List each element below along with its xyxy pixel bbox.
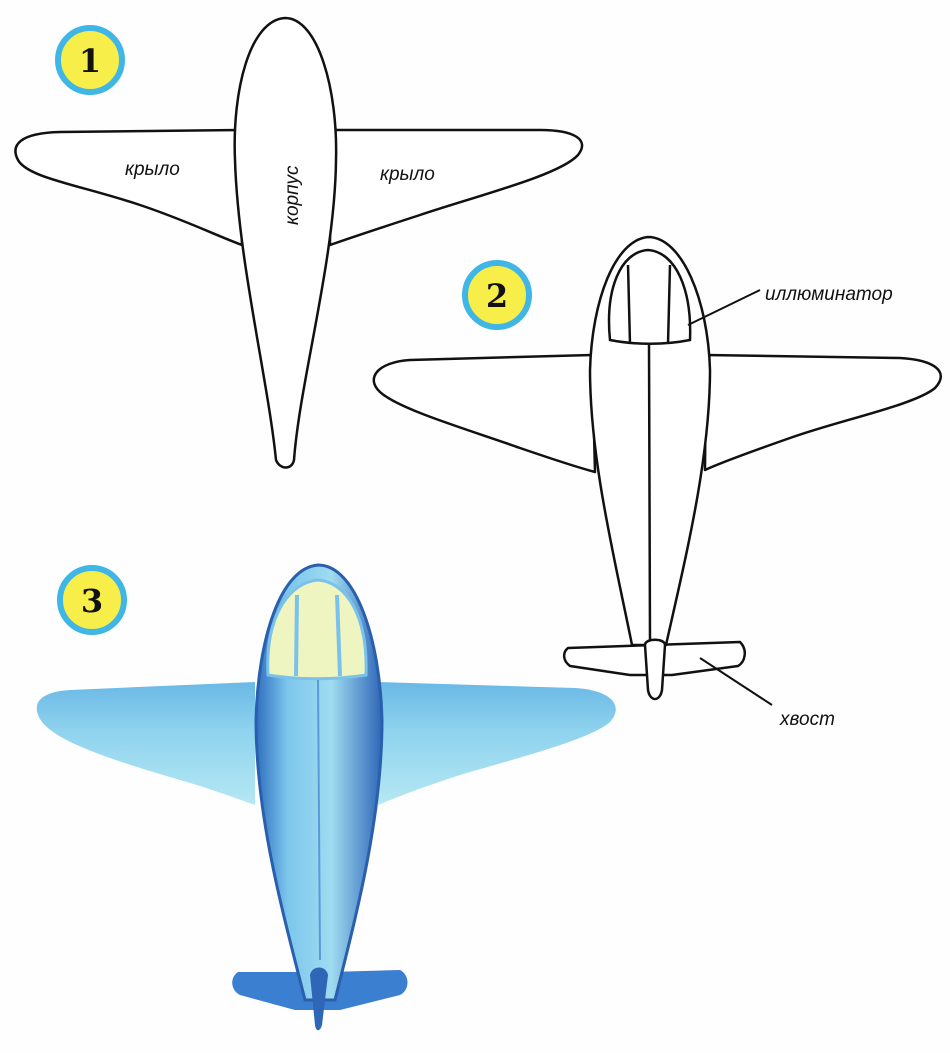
step-3: 3 (36, 563, 616, 1031)
left-wing (14, 128, 244, 247)
label-tail: хвост (779, 709, 835, 730)
label-wing-left: крыло (125, 159, 180, 180)
canopy-frames (294, 594, 342, 677)
label-wing-right: крыло (380, 164, 435, 185)
label-body: корпус (282, 165, 303, 225)
left-wing (372, 353, 597, 474)
step-number: 1 (79, 42, 101, 80)
canopy-windows (607, 248, 692, 641)
right-wing (703, 353, 942, 472)
tail-fin-colored (310, 967, 328, 1031)
right-wing-colored (378, 682, 616, 805)
fuselage-centerline (317, 679, 321, 961)
label-window: иллюминатор (765, 284, 893, 305)
step-1: 1 крыло крыло корпус (14, 16, 584, 469)
tail-leader-line (699, 657, 773, 706)
window-leader-line (687, 289, 761, 326)
step-badge-3: 3 (57, 565, 127, 635)
tail-fin (643, 638, 667, 701)
step-number: 2 (486, 277, 508, 315)
fuselage (233, 16, 338, 469)
canopy-colored (266, 578, 368, 681)
step-number: 3 (81, 582, 103, 620)
step-2: 2 иллюминатор хвост (372, 235, 942, 730)
step-badge-2: 2 (462, 260, 532, 330)
step-badge-1: 1 (55, 25, 125, 95)
right-wing (328, 128, 584, 247)
left-wing-colored (36, 682, 255, 805)
